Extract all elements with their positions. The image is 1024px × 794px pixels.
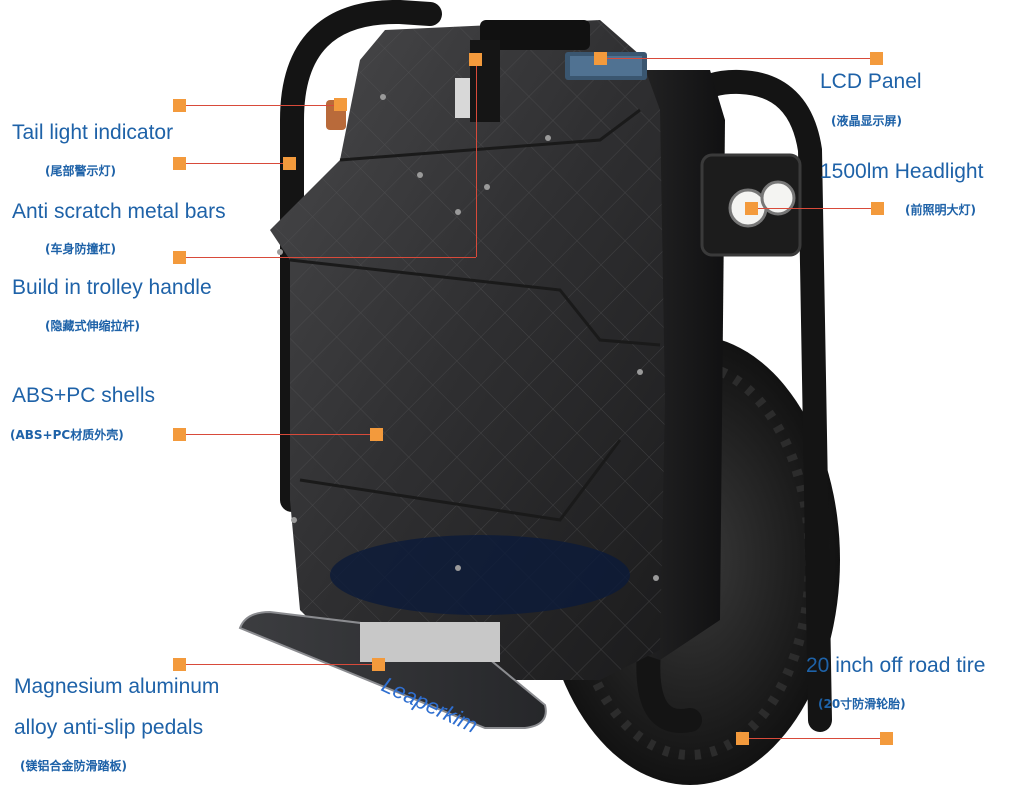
label-shells: ABS+PC shells (12, 384, 155, 407)
leader-pedals (186, 664, 372, 665)
label-pedals: Magnesium aluminum (14, 675, 220, 698)
marker-pedals (173, 658, 186, 671)
headlight-lens-right (760, 180, 796, 216)
leader-headlight (758, 208, 871, 209)
left-roll-bar (280, 0, 442, 512)
marker-headlight (745, 202, 758, 215)
label-pedals-line2: alloy anti-slip pedals (14, 716, 204, 739)
sub-metal-bars: (车身防撞杠) (45, 242, 116, 256)
marker-trolley-end (469, 53, 482, 66)
marker-shells-end (370, 428, 383, 441)
sub-headlight: (前照明大灯) (905, 203, 976, 217)
marker-lcd (594, 52, 607, 65)
sub-tail-light: (尾部警示灯) (45, 164, 116, 178)
marker-tire-end (880, 732, 893, 745)
marker-lcd-end (870, 52, 883, 65)
leader-metal-bars (186, 163, 283, 164)
sub-shells: (ABS+PC材质外壳) (10, 428, 124, 442)
marker-tail-light-end (334, 98, 347, 111)
sub-tire: (20寸防滑轮胎) (818, 697, 906, 711)
label-tire: 20 inch off road tire (806, 654, 986, 677)
pedal (238, 610, 547, 729)
label-headlight: 1500lm Headlight (820, 160, 984, 183)
marker-pedals-end (372, 658, 385, 671)
label-trolley: Build in trolley handle (12, 276, 212, 299)
label-tail-light: Tail light indicator (12, 121, 174, 144)
leader-shells (186, 434, 370, 435)
marker-headlight-end (871, 202, 884, 215)
marker-tail-light (173, 99, 186, 112)
leader-trolley (186, 257, 476, 258)
marker-metal-bars (173, 157, 186, 170)
carry-handle (480, 20, 590, 50)
label-metal-bars: Anti scratch metal bars (12, 200, 226, 223)
leader-tail-light (186, 105, 334, 106)
leader-trolley-vertical (476, 62, 477, 257)
sub-pedals: (镁铝合金防滑踏板) (20, 759, 127, 773)
marker-shells (173, 428, 186, 441)
marker-trolley (173, 251, 186, 264)
marker-metal-bars-end (283, 157, 296, 170)
leader-lcd (607, 58, 870, 59)
leader-tire (749, 738, 880, 739)
label-lcd: LCD Panel (820, 70, 922, 93)
marker-tire (736, 732, 749, 745)
sub-trolley: (隐藏式伸缩拉杆) (45, 319, 140, 333)
sub-lcd: (液晶显示屏) (831, 114, 902, 128)
